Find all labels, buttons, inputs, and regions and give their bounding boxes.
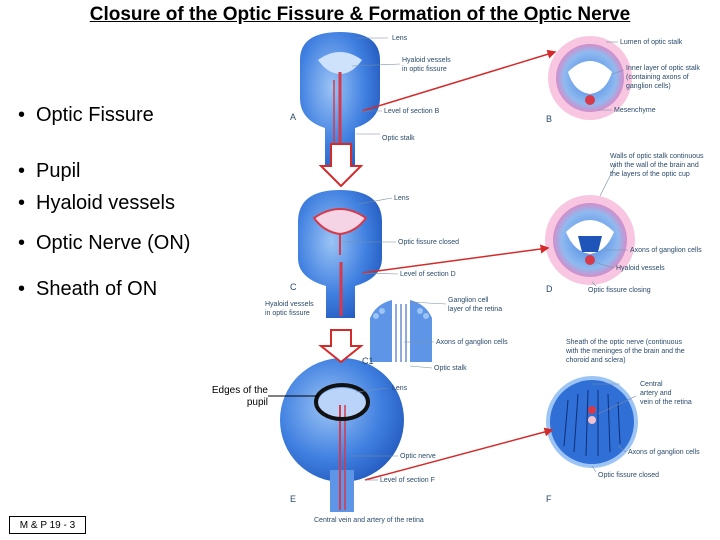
label-fissure-closing: Optic fissure closing <box>588 287 651 294</box>
label-lens-e: Lens <box>392 385 408 392</box>
panel-letter-f: F <box>546 494 552 504</box>
leader-lines <box>342 37 637 481</box>
reference-box: M & P 19 - 3 <box>9 516 86 534</box>
pointer-to-section-d <box>361 244 550 274</box>
label-axons-c1: Axons of ganglion cells <box>436 339 508 346</box>
label-inner-3: ganglion cells) <box>626 83 671 90</box>
pupil-edge-ring <box>314 383 370 421</box>
panel-letter-c1: C1 <box>362 356 374 366</box>
pointer-to-section-f <box>364 427 554 481</box>
label-hyaloid-a-2: in optic fissure <box>402 66 447 73</box>
label-mesenchyme: Mesenchyme <box>614 107 656 114</box>
label-walls-2: with the wall of the brain and <box>609 162 699 169</box>
panel-letter-b: B <box>546 114 552 124</box>
label-inner-1: Inner layer of optic stalk <box>626 65 700 72</box>
label-fissure-closed-c: Optic fissure closed <box>398 239 459 246</box>
panel-e-eye <box>268 358 404 512</box>
label-inner-2: (containing axons of <box>626 74 689 81</box>
label-central-1: Central <box>640 381 663 388</box>
label-hyaloid-a-1: Hyaloid vessels <box>402 57 451 64</box>
label-fissure-closed-f: Optic fissure closed <box>598 472 659 479</box>
label-walls-1: Walls of optic stalk continuous <box>610 153 704 160</box>
stage-arrow-1 <box>318 143 364 188</box>
label-hyaloid-c-2: in optic fissure <box>265 310 310 317</box>
label-level-b: Level of section B <box>384 108 440 115</box>
bullet-sheath: •Sheath of ON <box>18 278 158 300</box>
label-ganglion-1: Ganglion cell <box>448 297 489 304</box>
label-lens-a: Lens <box>392 35 408 42</box>
page-title: Closure of the Optic Fissure & Formation… <box>89 4 631 25</box>
label-hyaloid-d: Hyaloid vessels <box>616 265 665 272</box>
stage-arrow-2 <box>318 329 364 364</box>
label-level-d: Level of section D <box>400 271 456 278</box>
bullet-optic-nerve: •Optic Nerve (ON) <box>18 232 191 254</box>
panel-letter-c: C <box>290 282 297 292</box>
panel-c1-stalk <box>370 300 432 362</box>
panel-c-optic-cup <box>298 190 382 318</box>
panel-d-section <box>545 195 635 285</box>
label-optic-stalk-a: Optic stalk <box>382 135 415 142</box>
label-axons-f: Axons of ganglion cells <box>628 449 700 456</box>
panel-b-section <box>548 36 632 120</box>
label-walls-3: the layers of the optic cup <box>610 171 690 178</box>
label-central-2: artery and <box>640 390 672 397</box>
edges-of-pupil-note: Edges of the pupil <box>211 385 268 408</box>
panel-letter-d: D <box>546 284 553 294</box>
bullet-optic-fissure: •Optic Fissure <box>18 104 154 126</box>
label-central-vein: Central vein and artery of the retina <box>314 517 424 524</box>
pointer-to-section-b <box>361 49 557 112</box>
label-lens-c: Lens <box>394 195 410 202</box>
panel-f-section <box>546 376 638 468</box>
label-hyaloid-c-1: Hyaloid vessels <box>265 301 314 308</box>
panel-letter-e: E <box>290 494 296 504</box>
label-level-f: Level of section F <box>380 477 435 484</box>
label-lumen: Lumen of optic stalk <box>620 39 683 46</box>
bullet-hyaloid-vessels: •Hyaloid vessels <box>18 192 175 214</box>
label-ganglion-2: layer of the retina <box>448 306 502 313</box>
label-sheath-1: Sheath of the optic nerve (continuous <box>566 339 682 346</box>
bullet-pupil: •Pupil <box>18 160 81 182</box>
label-optic-nerve: Optic nerve <box>400 453 436 460</box>
label-optic-stalk-c1: Optic stalk <box>434 365 467 372</box>
label-axons-d: Axons of ganglion cells <box>630 247 702 254</box>
label-central-3: vein of the retina <box>640 399 692 406</box>
label-sheath-2: with the meninges of the brain and the <box>565 348 685 355</box>
label-sheath-3: choroid and sclera) <box>566 357 626 364</box>
panel-letter-a: A <box>290 112 296 122</box>
